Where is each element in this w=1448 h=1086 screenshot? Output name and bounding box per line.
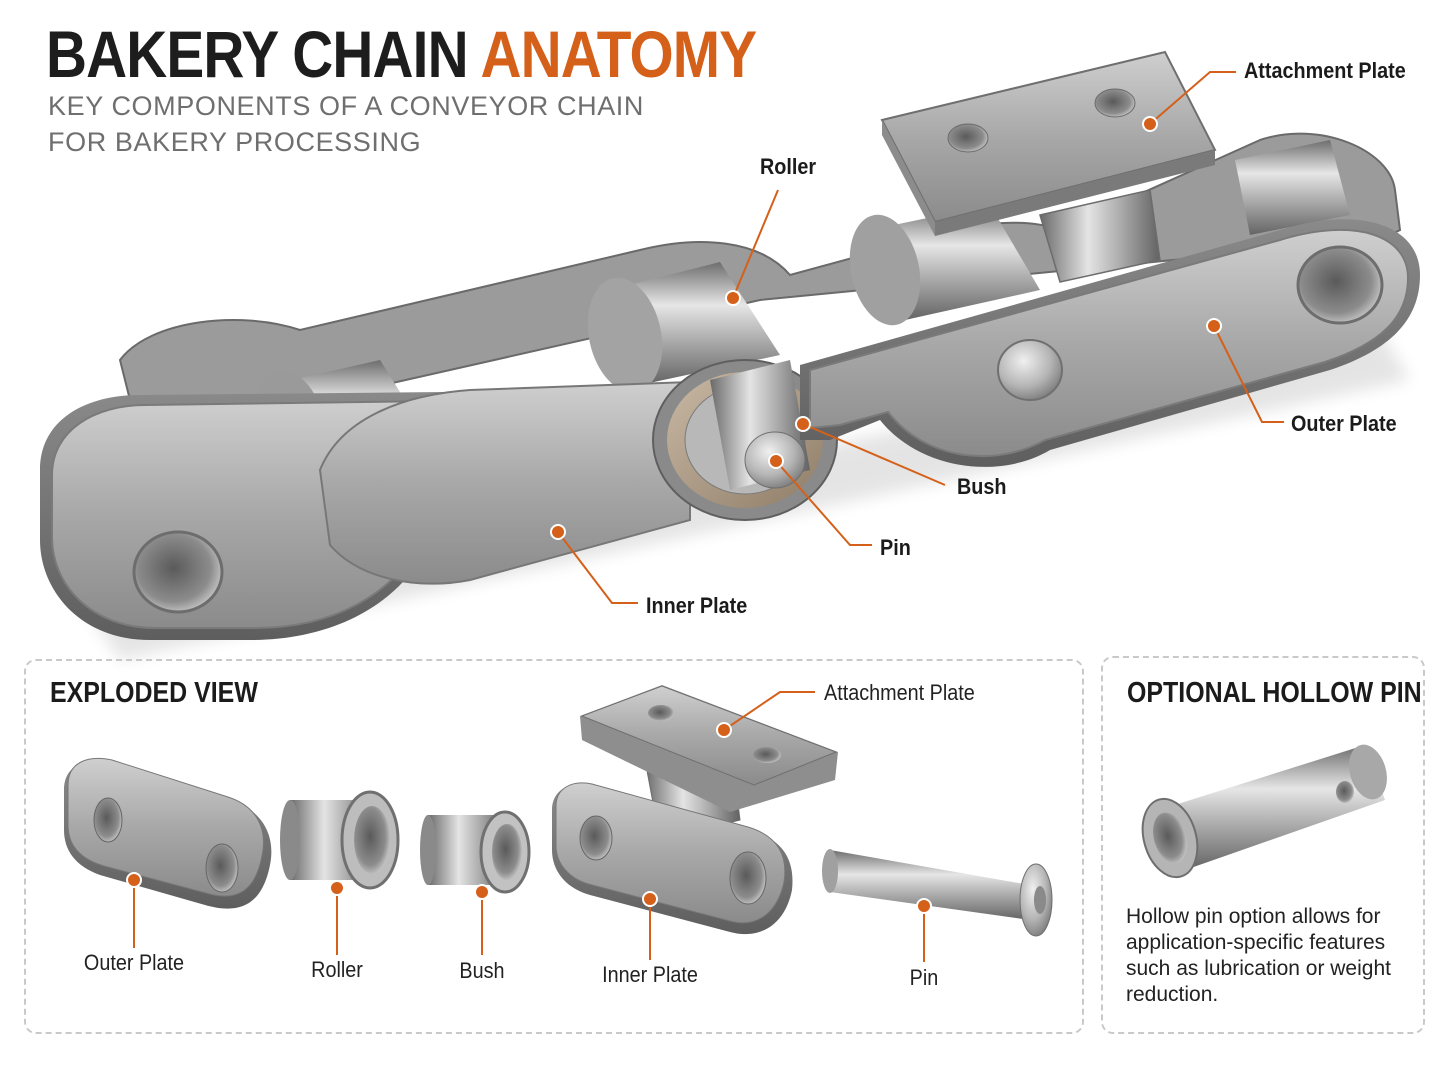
exploded-label-roller: Roller — [311, 957, 363, 982]
page-title: BAKERY CHAIN ANATOMY — [46, 17, 758, 91]
main-chain — [40, 50, 1420, 660]
exploded-label-inner-plate: Inner Plate — [602, 962, 698, 987]
attachment-plate-main — [880, 50, 1217, 236]
exploded-label-attachment-plate: Attachment Plate — [824, 680, 975, 705]
subtitle-line-1: KEY COMPONENTS OF A CONVEYOR CHAIN — [48, 91, 645, 121]
page-subtitle: KEY COMPONENTS OF A CONVEYOR CHAIN FOR B… — [48, 88, 668, 160]
callout-bush: Bush — [957, 474, 1007, 499]
exploded-label-outer-plate: Outer Plate — [83, 950, 185, 975]
title-part-dark: BAKERY CHAIN — [46, 17, 469, 91]
exploded-label-pin: Pin — [909, 965, 939, 990]
main-callout-dots — [550, 116, 1222, 540]
hollow-pin-panel — [1101, 656, 1425, 1034]
roller-4 — [849, 205, 1040, 326]
hollow-pin-description: Hollow pin option allows for application… — [1126, 905, 1391, 1006]
hollow-pin-illustration — [1141, 744, 1387, 879]
attachment-bracket — [1039, 189, 1161, 283]
roller-5 — [1235, 140, 1350, 235]
exploded-outer-plate — [64, 757, 272, 909]
exploded-view-title: EXPLODED VIEW — [50, 677, 258, 709]
exploded-inner-plate — [552, 685, 838, 935]
callout-attachment-plate: Attachment Plate — [1244, 58, 1406, 83]
subtitle-line-2: FOR BAKERY PROCESSING — [48, 127, 422, 157]
main-leader-lines — [557, 71, 1284, 604]
exploded-roller — [280, 790, 400, 890]
callout-pin: Pin — [880, 535, 911, 560]
exploded-bush — [420, 810, 531, 894]
callout-inner-plate: Inner Plate — [646, 593, 748, 618]
exploded-leader-lines — [133, 691, 925, 962]
exploded-label-bush: Bush — [459, 958, 505, 983]
title-part-accent: ANATOMY — [480, 17, 758, 91]
exploded-pin — [822, 849, 1053, 937]
exploded-view-panel — [24, 659, 1084, 1034]
exploded-callout-dots — [126, 722, 932, 914]
front-outer-plate-right — [800, 219, 1420, 467]
callout-roller: Roller — [760, 154, 817, 179]
hollow-pin-title: OPTIONAL HOLLOW PIN — [1127, 677, 1422, 709]
callout-outer-plate: Outer Plate — [1291, 411, 1397, 436]
cutaway-section — [652, 359, 838, 521]
